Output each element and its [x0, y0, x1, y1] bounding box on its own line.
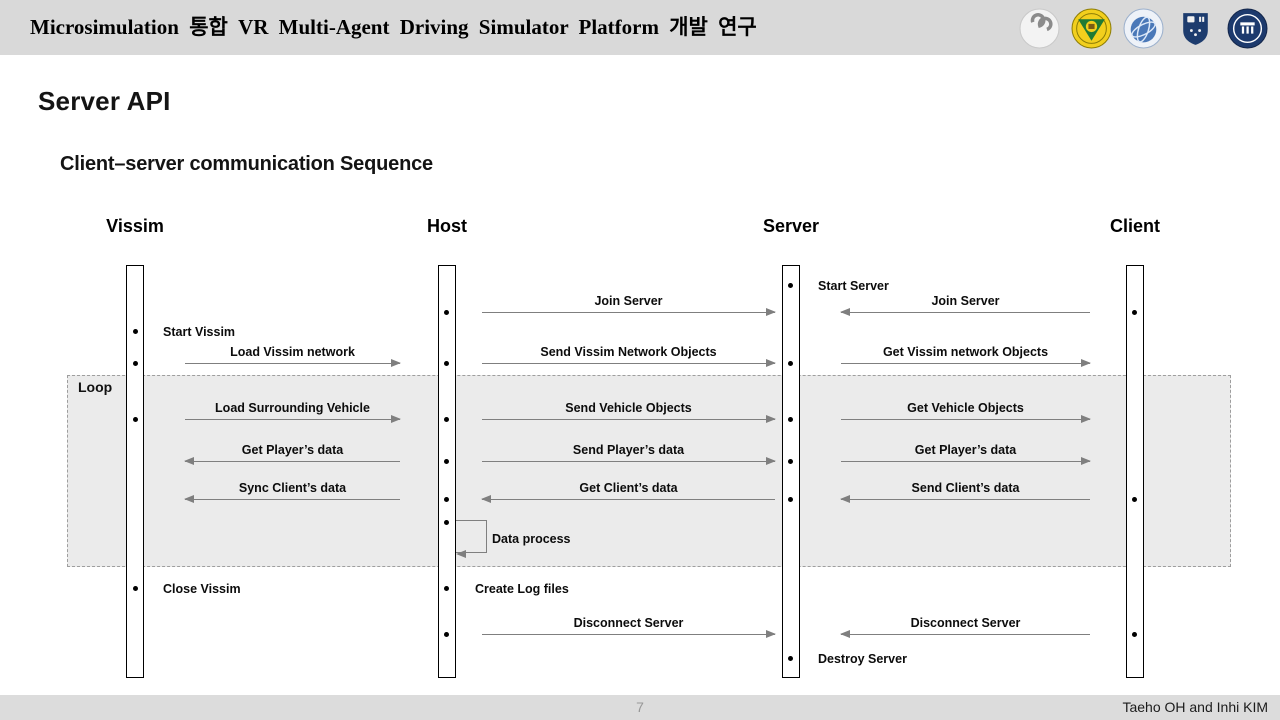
event-dot [788, 497, 793, 502]
authors-credit: Taeho OH and Inhi KIM [1122, 699, 1268, 715]
logo-row [1019, 6, 1268, 50]
event-destroy-server: Destroy Server [818, 652, 907, 666]
message-get-players-data-client: Get Player’s data [841, 443, 1091, 465]
event-dot [788, 361, 793, 366]
event-dot [788, 417, 793, 422]
event-dot [444, 310, 449, 315]
event-start-vissim: Start Vissim [163, 325, 236, 339]
message-load-surrounding-vehicle: Load Surrounding Vehicle [185, 401, 401, 423]
message-send-clients-data: Send Client’s data [840, 481, 1090, 503]
message-send-players-data: Send Player’s data [482, 443, 776, 465]
event-dot [444, 632, 449, 637]
arrow-right-icon [482, 457, 776, 465]
message-get-vehicle-objects: Get Vehicle Objects [841, 401, 1091, 423]
monash-university-logo-icon [1183, 12, 1208, 45]
event-data-process: Data process [492, 532, 571, 546]
message-get-clients-data: Get Client’s data [481, 481, 775, 503]
message-send-vissim-network-objects: Send Vissim Network Objects [482, 345, 776, 367]
event-dot [444, 417, 449, 422]
page-subtitle: Client–server communication Sequence [60, 153, 433, 175]
arrow-right-icon [841, 457, 1091, 465]
event-dot [444, 361, 449, 366]
arrow-left-icon [840, 495, 1090, 503]
arrow-right-icon [482, 415, 776, 423]
globe-institute-logo-icon [1123, 8, 1164, 48]
arrow-right-icon [841, 415, 1091, 423]
event-dot [444, 520, 449, 525]
lifeline-client [1126, 265, 1144, 678]
slide-header-title: Microsimulation 통합 VR Multi-Agent Drivin… [30, 15, 757, 39]
message-send-vehicle-objects: Send Vehicle Objects [482, 401, 776, 423]
loop-fragment-box [67, 375, 1231, 567]
actor-label-client: Client [1109, 216, 1160, 236]
event-close-vissim: Close Vissim [163, 582, 241, 596]
event-dot [133, 586, 138, 591]
arrow-left-icon [481, 495, 775, 503]
society-seal-logo-icon [1019, 8, 1060, 48]
arrow-left-icon [840, 308, 1090, 316]
arrow-right-icon [185, 359, 401, 367]
message-join-server-client: Join Server [840, 294, 1090, 316]
slide-footer: 7 Taeho OH and Inhi KIM [0, 695, 1280, 720]
event-dot [133, 329, 138, 334]
event-dot [133, 417, 138, 422]
arrow-left-icon [184, 495, 400, 503]
message-sync-clients-data: Sync Client’s data [184, 481, 400, 503]
lifeline-vissim [126, 265, 144, 678]
arrow-left-icon [840, 630, 1090, 638]
actor-label-vissim: Vissim [106, 216, 164, 236]
event-dot [444, 586, 449, 591]
event-dot [1132, 497, 1137, 502]
event-create-log-files: Create Log files [475, 582, 569, 596]
arrow-left-icon [184, 457, 400, 465]
university-emblem-logo-icon [1071, 8, 1112, 48]
self-message-arrow-icon [456, 520, 487, 558]
arrow-right-icon [482, 308, 776, 316]
message-load-vissim-network: Load Vissim network [185, 345, 401, 367]
message-disconnect-server-host: Disconnect Server [482, 616, 776, 638]
arrow-right-icon [841, 359, 1091, 367]
lifeline-host [438, 265, 456, 678]
event-dot [1132, 632, 1137, 637]
arrow-right-icon [482, 630, 776, 638]
lifeline-server [782, 265, 800, 678]
slide-header: Microsimulation 통합 VR Multi-Agent Drivin… [0, 0, 1280, 55]
message-get-players-data-vissim: Get Player’s data [184, 443, 400, 465]
event-dot [133, 361, 138, 366]
arrow-right-icon [185, 415, 401, 423]
message-get-vissim-network-objects: Get Vissim network Objects [841, 345, 1091, 367]
event-dot [1132, 310, 1137, 315]
event-dot [444, 497, 449, 502]
event-dot [444, 459, 449, 464]
message-join-server-host: Join Server [482, 294, 776, 316]
page-number: 7 [636, 699, 644, 715]
event-dot [788, 283, 793, 288]
page-title: Server API [38, 86, 171, 116]
actor-label-server: Server [762, 216, 820, 236]
loop-fragment-label: Loop [78, 379, 113, 395]
message-disconnect-server-client: Disconnect Server [840, 616, 1090, 638]
event-start-server: Start Server [818, 279, 889, 293]
event-dot [788, 459, 793, 464]
event-dot [788, 656, 793, 661]
arrow-right-icon [482, 359, 776, 367]
national-university-seal-logo-icon [1227, 8, 1268, 48]
actor-label-host: Host [427, 216, 467, 236]
